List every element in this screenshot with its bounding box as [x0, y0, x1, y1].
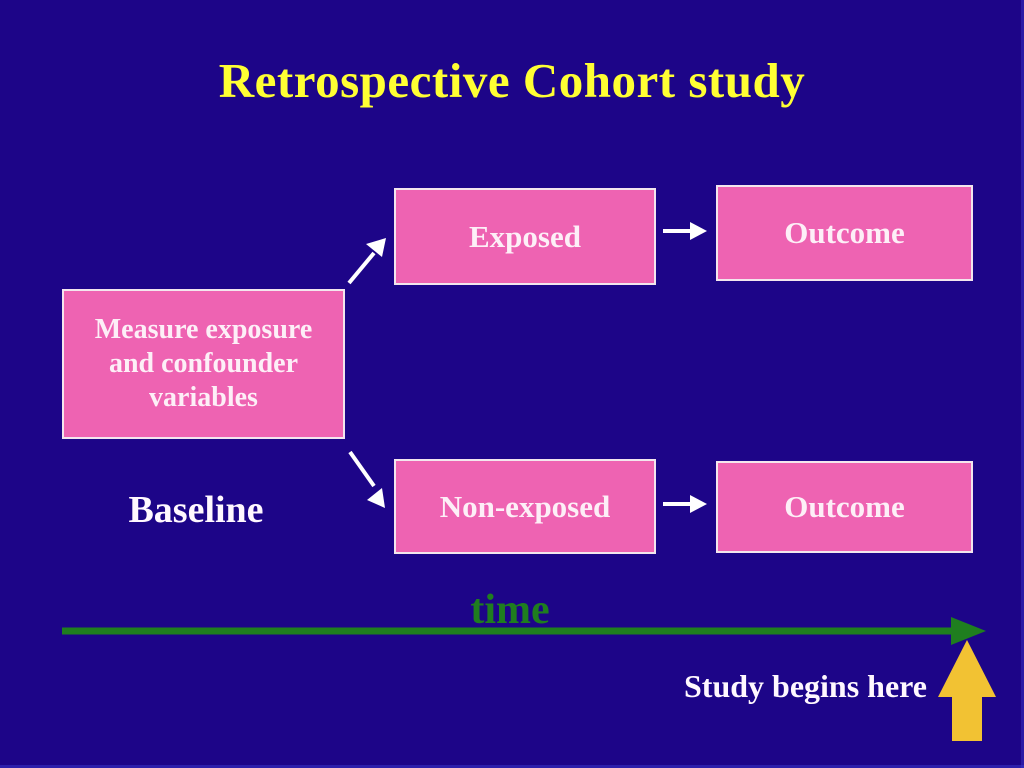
connector-measure-to-non-exposed-arrow — [348, 450, 385, 508]
slide-bottom-edge — [0, 765, 1024, 768]
connector-exposed-to-outcome-arrow — [663, 222, 707, 240]
study-begins-label: Study begins here — [683, 668, 927, 704]
outcome-bottom-box: Outcome — [716, 461, 973, 553]
measure-exposure-box: Measure exposure and confounder variable… — [62, 289, 345, 439]
non-exposed-label: Non-exposed — [439, 488, 611, 524]
outcome-top-box: Outcome — [716, 185, 973, 281]
baseline-label: Baseline — [128, 489, 264, 531]
outcome-top-label: Outcome — [784, 215, 905, 250]
exposed-label: Exposed — [469, 218, 581, 254]
non-exposed-box: Non-exposed — [394, 459, 656, 554]
exposed-box: Exposed — [394, 188, 656, 285]
connector-measure-to-exposed-arrow — [347, 238, 386, 285]
time-label: time — [470, 587, 550, 633]
slide-right-edge — [1021, 0, 1024, 768]
outcome-bottom-label: Outcome — [784, 489, 905, 524]
slide-title: Retrospective Cohort study — [218, 53, 806, 108]
measure-exposure-label: Measure exposure and confounder variable… — [94, 313, 313, 414]
connector-non-exposed-to-outcome-arrow — [663, 495, 707, 513]
